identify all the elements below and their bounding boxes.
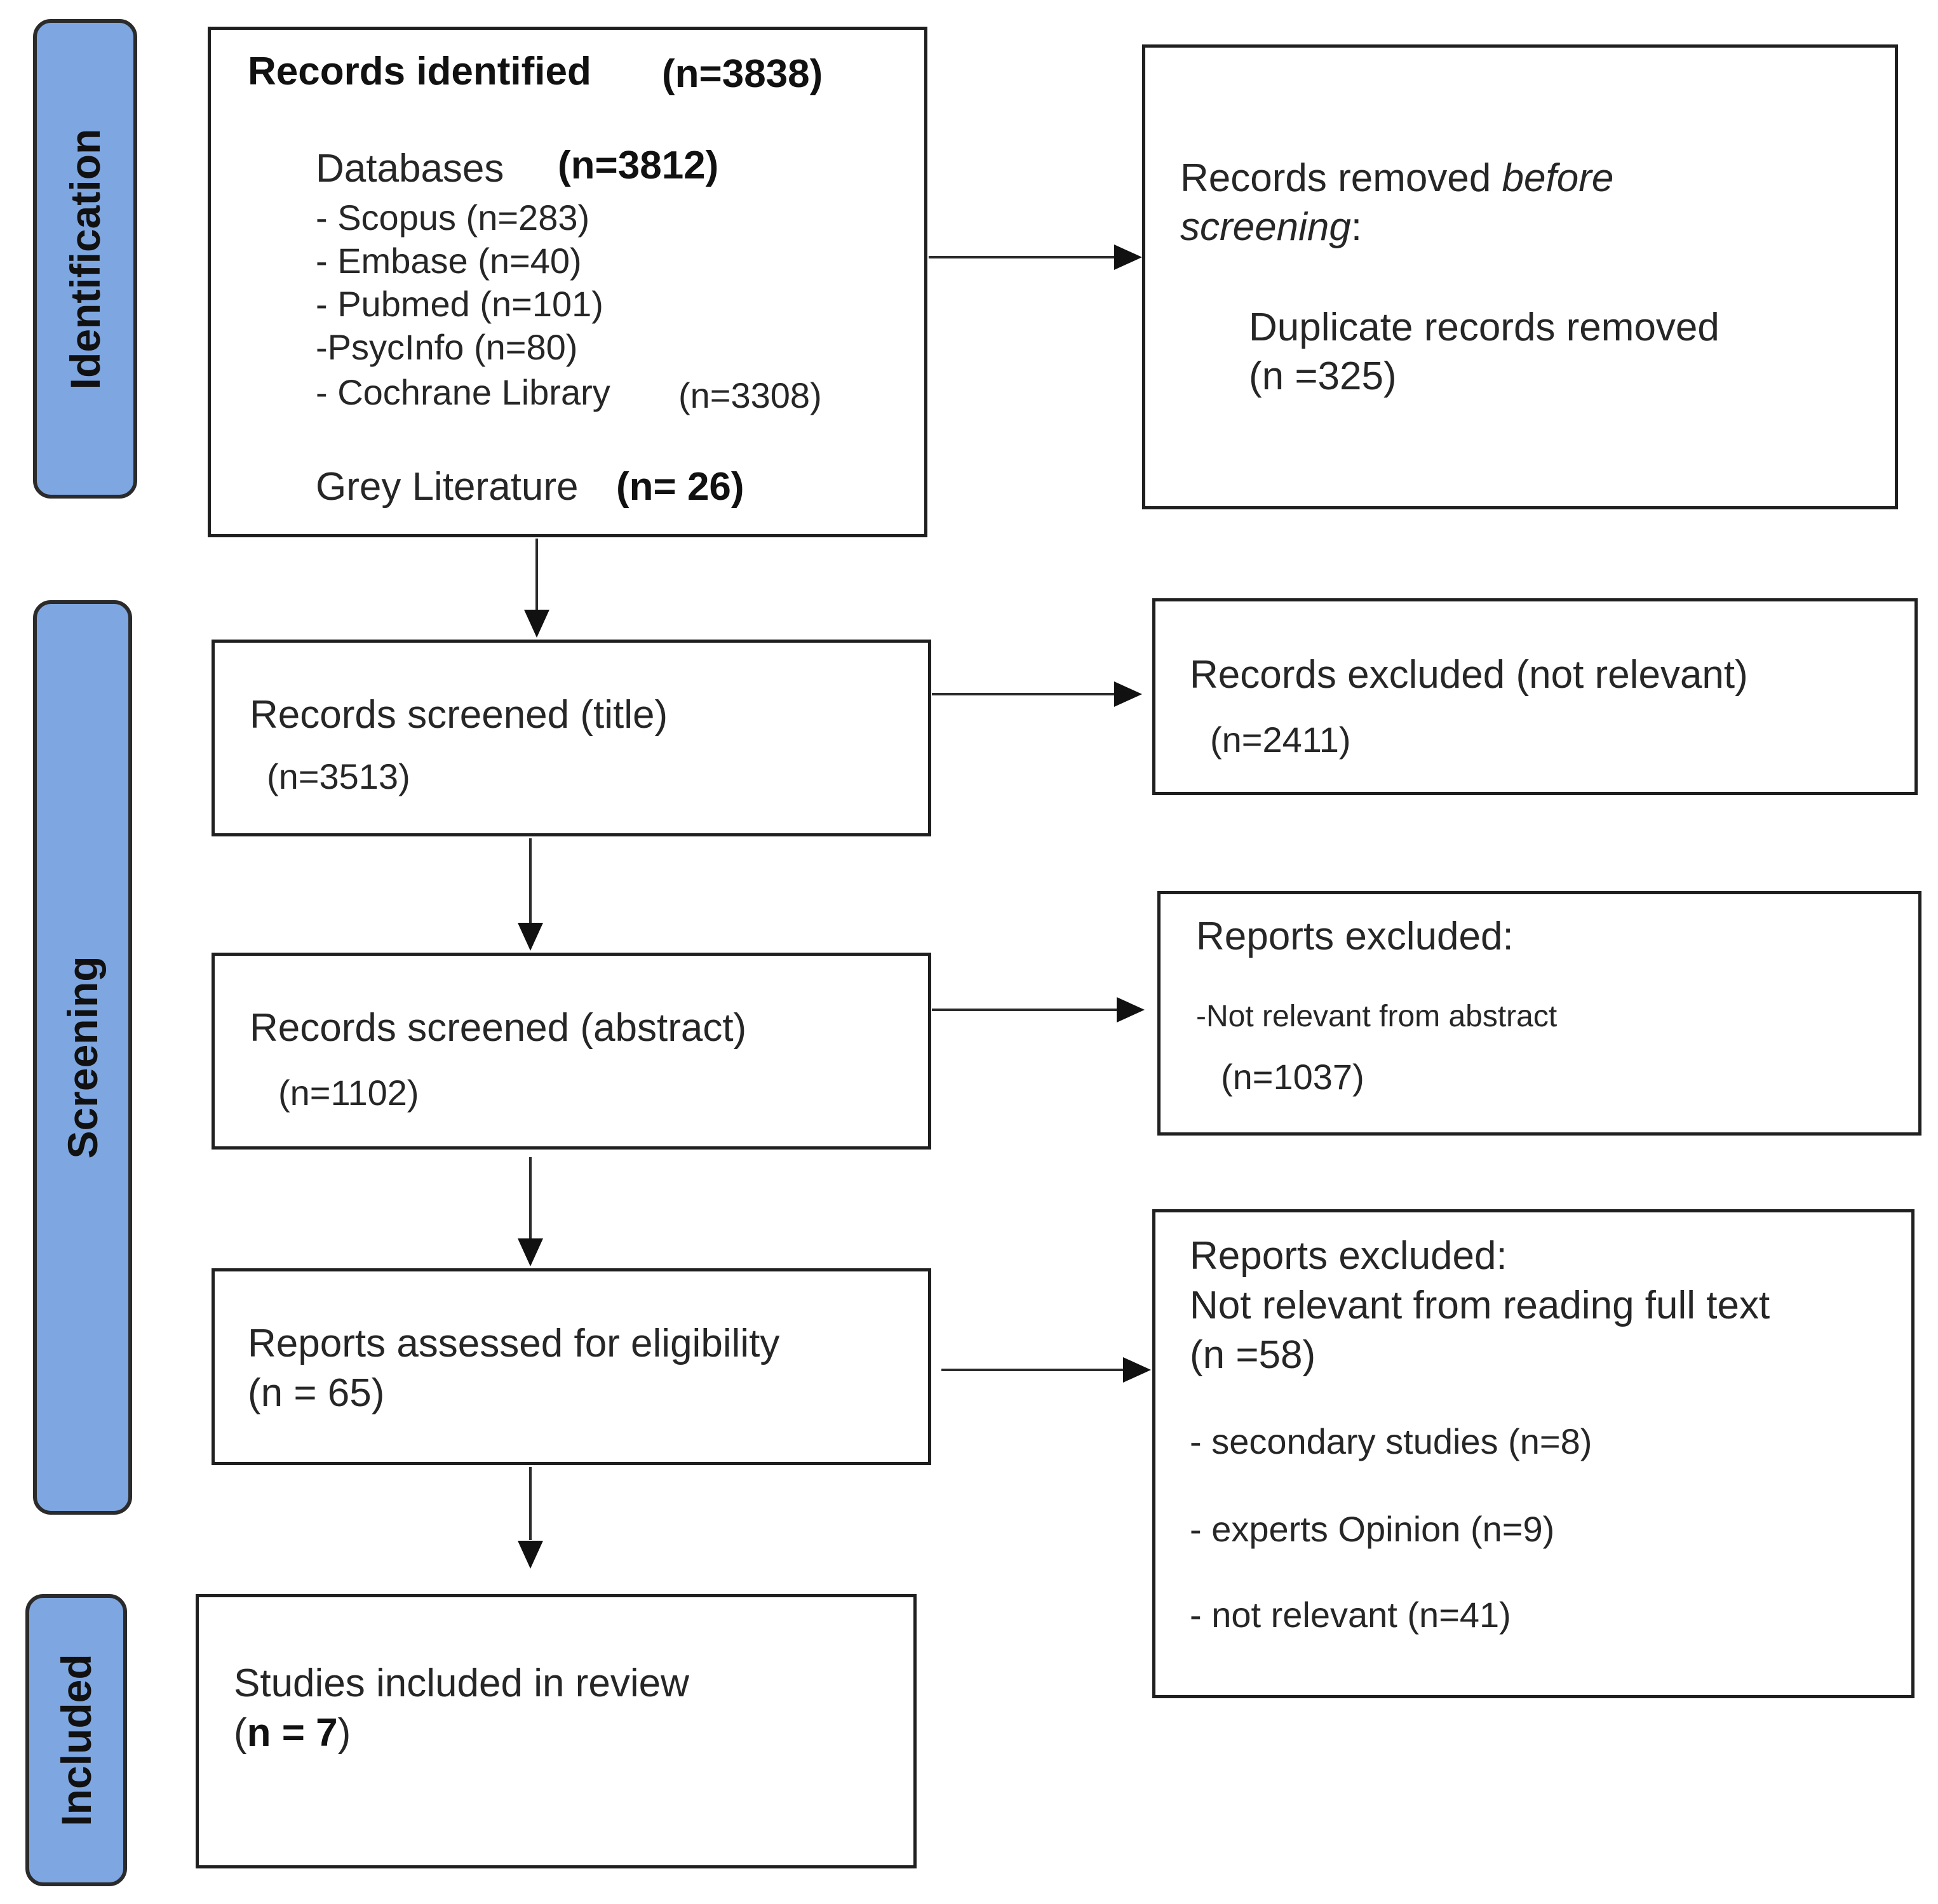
records-identified-count: (n=3838) [662, 52, 823, 96]
records-screened-title-label: Records screened (title) [250, 693, 668, 737]
arrowhead-assessed-to-included [518, 1541, 543, 1569]
duplicate-records-label: Duplicate records removed [1249, 305, 1719, 349]
phase-included: Included [25, 1594, 127, 1886]
phase-screening: Screening [33, 600, 132, 1515]
records-removed-title: Records removed before [1180, 156, 1614, 200]
reason-not-relevant: - not relevant (n=41) [1190, 1595, 1511, 1635]
records-screened-title-count: (n=3513) [267, 756, 410, 796]
records-removed-box [1142, 44, 1898, 509]
reports-excluded-abstract-label: Reports excluded: [1196, 915, 1514, 958]
grey-literature-label: Grey Literature [316, 465, 579, 509]
records-screened-abstract-box [212, 953, 931, 1150]
reason-experts-opinion: - experts Opinion (n=9) [1190, 1509, 1555, 1549]
reports-assessed-count: (n = 65) [248, 1371, 385, 1415]
arrowhead-identified-to-screened [524, 610, 549, 638]
records-excluded-title-box [1152, 598, 1918, 795]
arrowhead-title-to-abstract [518, 923, 543, 951]
arrowhead-abstract-to-assessed [518, 1238, 543, 1266]
arrowhead-identified-to-removed [1114, 245, 1142, 270]
reason-secondary-studies: - secondary studies (n=8) [1190, 1421, 1592, 1461]
reports-excluded-abstract-box [1157, 891, 1921, 1136]
reports-excluded-fulltext-box [1152, 1209, 1914, 1698]
source-cochrane: - Cochrane Library [316, 372, 610, 412]
studies-included-box [196, 1594, 917, 1868]
records-screened-abstract-count: (n=1102) [278, 1073, 419, 1113]
reports-excluded-abstract-reason: -Not relevant from abstract [1196, 1000, 1558, 1033]
studies-included-count: (n = 7) [234, 1711, 351, 1755]
records-excluded-title-count: (n=2411) [1210, 720, 1351, 760]
source-pubmed: - Pubmed (n=101) [316, 284, 603, 324]
source-scopus: - Scopus (n=283) [316, 198, 590, 238]
records-excluded-title-label: Records excluded (not relevant) [1190, 653, 1748, 697]
reports-excluded-fulltext-label: Reports excluded: [1190, 1234, 1507, 1278]
records-removed-title-cont: screening: [1180, 205, 1363, 249]
databases-label: Databases [316, 147, 504, 191]
grey-literature-count: (n= 26) [616, 465, 744, 509]
source-embase: - Embase (n=40) [316, 241, 582, 281]
reports-excluded-abstract-count: (n=1037) [1221, 1057, 1364, 1097]
studies-included-label: Studies included in review [234, 1661, 689, 1705]
reports-excluded-fulltext-count: (n =58) [1190, 1333, 1316, 1377]
databases-count: (n=3812) [558, 144, 719, 187]
arrowhead-assessed-to-excluded [1123, 1357, 1151, 1383]
arrowhead-abstract-to-excluded [1117, 997, 1145, 1022]
reports-assessed-box [212, 1268, 931, 1465]
phase-identification: Identification [33, 19, 137, 499]
source-cochrane-count: (n=3308) [678, 375, 822, 415]
records-screened-title-box [212, 640, 931, 836]
records-identified-box [208, 27, 927, 537]
arrowhead-screened-to-excluded [1114, 681, 1142, 707]
reports-assessed-label: Reports assessed for eligibility [248, 1322, 780, 1365]
reports-excluded-fulltext-reason: Not relevant from reading full text [1190, 1284, 1770, 1327]
duplicate-records-count: (n =325) [1249, 354, 1397, 398]
source-psycinfo: -PsycInfo (n=80) [316, 327, 578, 367]
records-screened-abstract-label: Records screened (abstract) [250, 1006, 747, 1050]
records-identified-title: Records identified [248, 50, 591, 93]
